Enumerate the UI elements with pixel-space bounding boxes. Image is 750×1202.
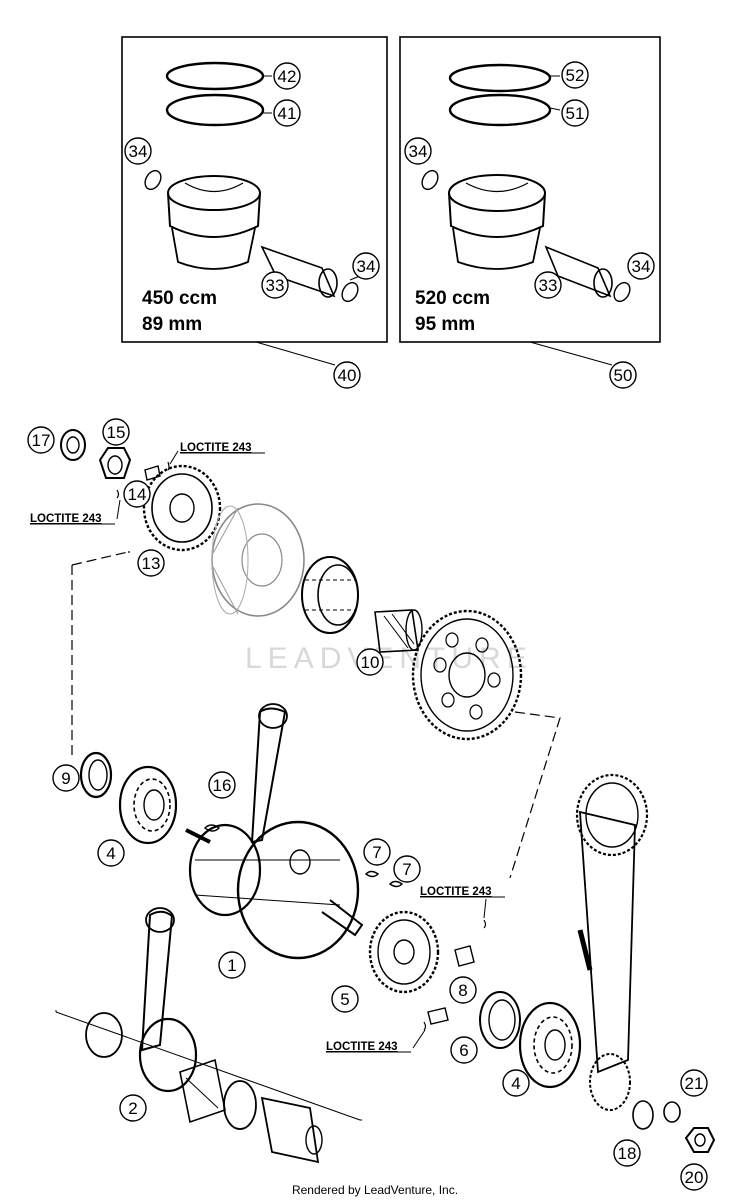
callout-34-c bbox=[404, 137, 432, 165]
callout-4-a-text: 4 bbox=[106, 844, 115, 863]
callout-15-text: 15 bbox=[107, 423, 126, 442]
callout-4-b-text: 4 bbox=[511, 1074, 520, 1093]
callout-21 bbox=[680, 1069, 708, 1097]
callout-50 bbox=[609, 361, 637, 389]
box-520-bore: 95 mm bbox=[415, 314, 475, 335]
callout-2 bbox=[119, 1094, 147, 1122]
callout-7-b-text: 7 bbox=[402, 860, 411, 879]
callout-51 bbox=[561, 99, 589, 127]
callout-34-a bbox=[124, 137, 152, 165]
callout-7-a-text: 7 bbox=[372, 843, 381, 862]
callout-52 bbox=[561, 61, 589, 89]
callout-18-text: 18 bbox=[618, 1144, 637, 1163]
callout-41 bbox=[273, 99, 301, 127]
callout-4-b bbox=[502, 1069, 530, 1097]
callout-42-text: 42 bbox=[278, 67, 297, 86]
callout-34-d-text: 34 bbox=[632, 257, 651, 276]
crank-parts-drawing bbox=[55, 429, 716, 1164]
callout-1 bbox=[218, 951, 246, 979]
callout-34-c-text: 34 bbox=[409, 142, 428, 161]
callout-40-text: 40 bbox=[338, 366, 357, 385]
callout-2-text: 2 bbox=[128, 1099, 137, 1118]
loctite-label-right: LOCTITE 243 bbox=[420, 886, 492, 898]
callout-51-text: 51 bbox=[566, 104, 585, 123]
callout-34-b bbox=[352, 252, 380, 280]
callout-7-b bbox=[393, 855, 421, 883]
callout-21-text: 21 bbox=[685, 1074, 704, 1093]
callout-13 bbox=[137, 549, 165, 577]
callout-8-text: 8 bbox=[458, 981, 467, 1000]
callout-52-text: 52 bbox=[566, 66, 585, 85]
callout-50-text: 50 bbox=[614, 366, 633, 385]
footer-credit: Rendered by LeadVenture, Inc. bbox=[291, 1183, 459, 1197]
callout-13-text: 13 bbox=[142, 554, 161, 573]
callout-33-a-text: 33 bbox=[266, 276, 285, 295]
callout-4-a bbox=[97, 839, 125, 867]
callout-17-text: 17 bbox=[32, 431, 51, 450]
callout-33-b-text: 33 bbox=[539, 276, 558, 295]
callout-9 bbox=[52, 764, 80, 792]
piston-kit-box-450 bbox=[121, 36, 388, 366]
callout-16-text: 16 bbox=[213, 776, 232, 795]
callout-16 bbox=[208, 771, 236, 799]
callout-41-text: 41 bbox=[278, 104, 297, 123]
callout-34-b-text: 34 bbox=[357, 257, 376, 276]
piston-kit-box-520 bbox=[399, 36, 661, 366]
callout-9-text: 9 bbox=[61, 769, 70, 788]
callout-7-a bbox=[363, 838, 391, 866]
loctite-label-left: LOCTITE 243 bbox=[30, 513, 102, 525]
callout-42 bbox=[273, 62, 301, 90]
callout-20 bbox=[680, 1163, 708, 1191]
callout-10-text: 10 bbox=[361, 653, 380, 672]
loctite-label-top: LOCTITE 243 bbox=[180, 442, 252, 454]
callout-34-d bbox=[627, 252, 655, 280]
callout-6-text: 6 bbox=[459, 1041, 468, 1060]
callout-10 bbox=[356, 648, 384, 676]
loctite-label-bottom: LOCTITE 243 bbox=[326, 1041, 398, 1053]
callout-20-text: 20 bbox=[685, 1168, 704, 1187]
callout-6 bbox=[450, 1036, 478, 1064]
watermark: LEADVENTURE bbox=[245, 642, 533, 675]
callout-17 bbox=[27, 426, 55, 454]
callout-5-text: 5 bbox=[340, 990, 349, 1009]
box-520-capacity: 520 ccm bbox=[415, 288, 490, 309]
callout-5 bbox=[331, 985, 359, 1013]
callout-18 bbox=[613, 1139, 641, 1167]
callout-1-text: 1 bbox=[227, 956, 236, 975]
box-450-bore: 89 mm bbox=[142, 314, 202, 335]
callout-8 bbox=[449, 976, 477, 1004]
callout-15 bbox=[102, 418, 130, 446]
callout-14-text: 14 bbox=[128, 485, 147, 504]
box-450-capacity: 450 ccm bbox=[142, 288, 217, 309]
callout-14 bbox=[123, 480, 151, 508]
callout-34-a-text: 34 bbox=[129, 142, 148, 161]
callout-33-a bbox=[261, 271, 289, 299]
callout-40 bbox=[333, 361, 361, 389]
callout-33-b bbox=[534, 271, 562, 299]
